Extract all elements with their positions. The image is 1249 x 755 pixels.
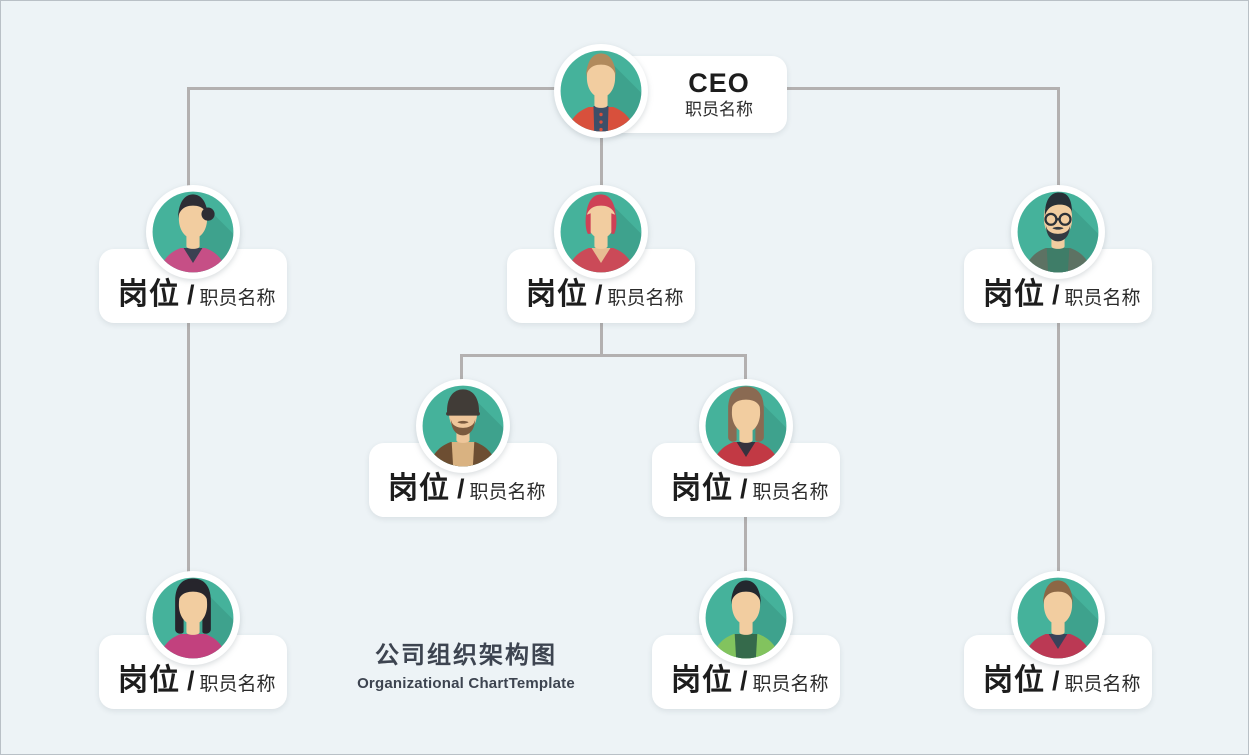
- name-label: 职员名称: [752, 674, 829, 695]
- chart-title-block: 公司组织架构图 Organizational ChartTemplate: [321, 642, 611, 692]
- connector-to-l3-left: [460, 356, 463, 381]
- connector-l2-center-down: [600, 322, 603, 356]
- connector-l2-right-to-l4-right: [1057, 322, 1060, 573]
- node-l2-right[interactable]: 岗位/职员名称: [964, 185, 1152, 323]
- node-ceo[interactable]: CEO 职员名称: [554, 44, 788, 140]
- separator: /: [740, 666, 748, 696]
- chart-title-en: Organizational ChartTemplate: [357, 674, 575, 692]
- node-card: 岗位/职员名称: [964, 635, 1152, 709]
- role-label: 岗位: [118, 664, 180, 697]
- person-avatar-icon: [554, 185, 648, 279]
- separator: /: [187, 280, 195, 310]
- person-avatar-icon: [146, 571, 240, 665]
- node-l3-right[interactable]: 岗位/职员名称: [652, 379, 840, 517]
- connector-to-l3-right: [744, 356, 747, 381]
- name-label: 职员名称: [469, 482, 546, 503]
- role-label: 岗位: [671, 472, 733, 505]
- node-l4-right[interactable]: 岗位/职员名称: [964, 571, 1152, 709]
- separator: /: [740, 474, 748, 504]
- node-card: 岗位/职员名称: [99, 249, 287, 323]
- ceo-role-label: CEO: [688, 68, 750, 99]
- role-label: 岗位: [983, 278, 1045, 311]
- person-avatar-icon: [699, 571, 793, 665]
- connector-mid-horizontal: [460, 354, 747, 357]
- person-avatar-icon: [146, 185, 240, 279]
- connector-l3-right-to-l4-center: [744, 515, 747, 573]
- node-l4-center[interactable]: 岗位/职员名称: [652, 571, 840, 709]
- name-label: 职员名称: [199, 288, 276, 309]
- name-label: 职员名称: [607, 288, 684, 309]
- separator: /: [595, 280, 603, 310]
- person-avatar-icon: [416, 379, 510, 473]
- person-avatar-icon: [1011, 185, 1105, 279]
- chart-title-cn: 公司组织架构图: [375, 642, 557, 669]
- node-l4-left[interactable]: 岗位/职员名称: [99, 571, 287, 709]
- role-label: 岗位: [671, 664, 733, 697]
- separator: /: [187, 666, 195, 696]
- name-label: 职员名称: [752, 482, 829, 503]
- name-label: 职员名称: [199, 674, 276, 695]
- node-l2-center[interactable]: 岗位/职员名称: [507, 185, 695, 323]
- role-label: 岗位: [983, 664, 1045, 697]
- connector-ceo-to-l2-center: [600, 138, 603, 187]
- person-avatar-icon: [1011, 571, 1105, 665]
- separator: /: [457, 474, 465, 504]
- name-label: 职员名称: [1064, 674, 1141, 695]
- role-label: 岗位: [526, 278, 588, 311]
- node-l2-left[interactable]: 岗位/职员名称: [99, 185, 287, 323]
- name-label: 职员名称: [1064, 288, 1141, 309]
- role-label: 岗位: [118, 278, 180, 311]
- separator: /: [1052, 280, 1060, 310]
- connector-ceo-to-l2-left: [187, 87, 190, 187]
- role-label: 岗位: [388, 472, 450, 505]
- separator: /: [1052, 666, 1060, 696]
- ceo-avatar-icon: [554, 44, 648, 138]
- person-avatar-icon: [699, 379, 793, 473]
- connector-ceo-to-l2-right: [1057, 87, 1060, 187]
- ceo-name-label: 职员名称: [685, 99, 753, 119]
- node-l3-left[interactable]: 岗位/职员名称: [369, 379, 557, 517]
- node-card: 岗位/职员名称: [652, 635, 840, 709]
- connector-l2-left-to-l4-left: [187, 322, 190, 573]
